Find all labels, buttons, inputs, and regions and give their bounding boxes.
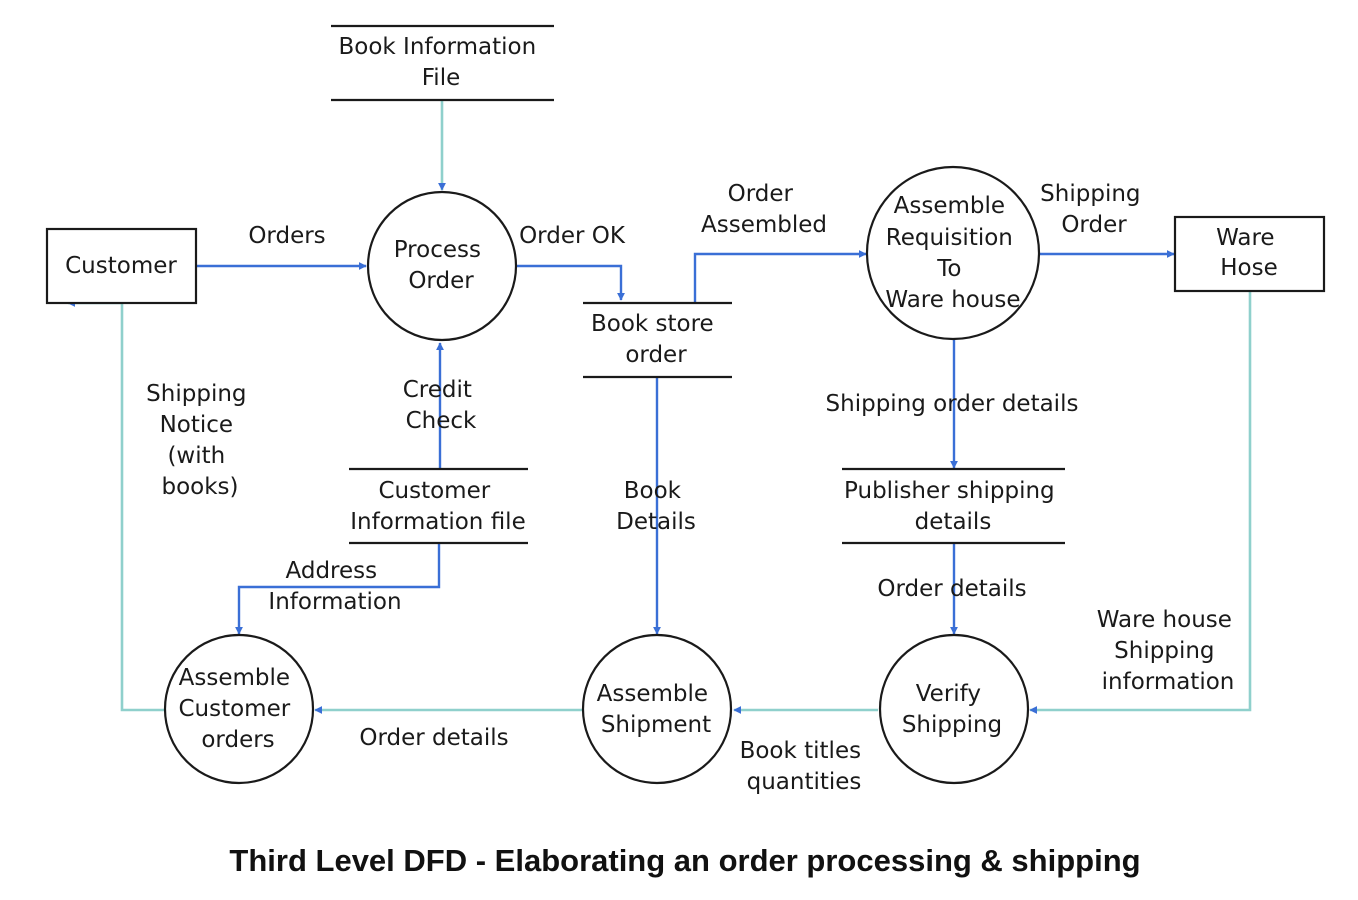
flow-shipping-notice — [67, 299, 164, 712]
process-verify-shipping-label: Verify Shipping — [902, 681, 1002, 738]
flow-label-shipping-order: Shipping Order — [1040, 181, 1148, 238]
flow-label-orders: Orders — [248, 223, 325, 249]
flow-order-ok — [515, 264, 625, 301]
store-book-information-file-label: Book Information File — [338, 34, 543, 91]
flow-label-shipping-order-details: Shipping order details — [826, 391, 1079, 417]
flow-label-address-information: Address Information — [268, 558, 401, 615]
process-verify-shipping: Verify Shipping — [878, 633, 1030, 785]
entity-ware-hose-label: Ware Hose — [1216, 225, 1282, 281]
store-book-store-order-label: Book store order — [591, 311, 721, 368]
process-assemble-shipment-label: Assemble Shipment — [597, 681, 716, 738]
flow-label-shipping-notice: Shipping Notice (with books) — [146, 381, 254, 500]
entity-ware-hose: Ware Hose — [1173, 215, 1326, 293]
process-assemble-customer-orders: Assemble Customer orders — [163, 633, 315, 785]
process-assemble-requisition: Assemble Requisition To Ware house — [865, 165, 1041, 341]
flow-label-order-assembled: Order Assembled — [701, 181, 827, 238]
store-publisher-shipping-details: Publisher shipping details — [842, 467, 1065, 545]
flow-order-assembled — [693, 250, 867, 302]
store-customer-information-file-label: Customer Information file — [350, 478, 525, 535]
process-assemble-shipment: Assemble Shipment — [581, 633, 733, 785]
store-publisher-shipping-details-label: Publisher shipping details — [844, 478, 1062, 535]
flow-label-book-details: Book Details — [616, 478, 696, 535]
flow-label-order-details-to-verify: Order details — [877, 576, 1026, 602]
flow-label-warehouse-shipping-information: Ware house Shipping information — [1097, 607, 1239, 695]
figure-caption: Third Level DFD - Elaborating an order p… — [229, 843, 1141, 878]
flow-address-information — [235, 543, 441, 635]
store-book-information-file: Book Information File — [331, 24, 554, 102]
process-assemble-customer-orders-label: Assemble Customer orders — [178, 665, 297, 753]
flow-label-order-details-to-customer: Order details — [359, 725, 508, 751]
process-assemble-requisition-label: Assemble Requisition To Ware house — [885, 193, 1020, 313]
store-customer-information-file: Customer Information file — [349, 467, 528, 545]
entity-customer-label: Customer — [65, 253, 177, 279]
process-process-order-label: Process Order — [394, 237, 489, 294]
process-process-order: Process Order — [366, 190, 518, 342]
flow-label-credit-check: Credit Check — [403, 377, 479, 434]
entity-customer: Customer — [45, 227, 198, 305]
flow-label-book-titles-quantities: Book titles quantities — [740, 738, 869, 795]
flow-label-order-ok: Order OK — [519, 223, 626, 249]
flow-warehouse-shipping-information — [1029, 292, 1252, 714]
store-book-store-order: Book store order — [583, 301, 732, 379]
